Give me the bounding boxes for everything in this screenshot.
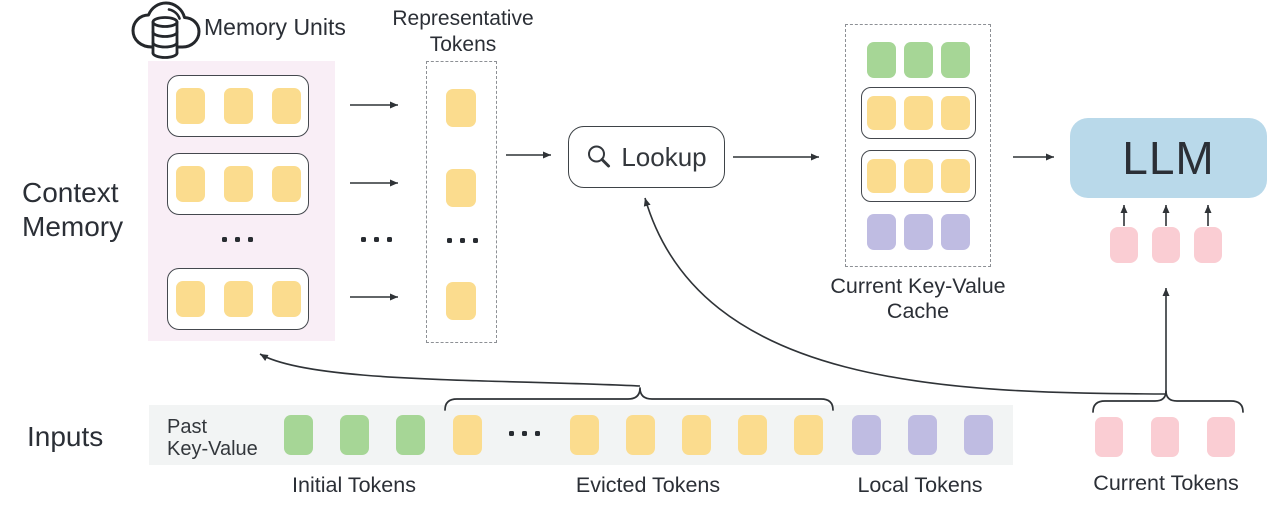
representative-token: [446, 169, 476, 207]
yellow-token: [738, 415, 767, 455]
memory-unit-row: [167, 153, 309, 215]
yellow-token: [175, 166, 205, 202]
purple-token: [908, 415, 937, 455]
ellipsis-dots: [447, 238, 478, 243]
current-token-row: [1095, 417, 1235, 457]
memory-units-label: Memory Units: [204, 14, 346, 40]
representative-token: [446, 282, 476, 320]
pink-token: [1194, 227, 1222, 263]
yellow-token: [175, 281, 205, 317]
purple-token: [852, 415, 881, 455]
cache-initial-token-row: [866, 42, 970, 78]
green-token: [903, 42, 933, 78]
yellow-token: [794, 415, 823, 455]
pink-token: [1152, 227, 1180, 263]
green-token: [940, 42, 970, 78]
cache-label-line1: Current Key-Value: [830, 274, 1006, 298]
evicted-token-group-tail: [570, 415, 823, 455]
ellipsis-dots: [222, 237, 253, 242]
current-kv-cache-label: Current Key-Value Cache: [820, 274, 1016, 324]
pink-token: [1110, 227, 1138, 263]
evicted-tokens-label: Evicted Tokens: [575, 473, 721, 497]
lookup-label: Lookup: [621, 141, 707, 172]
yellow-token: [626, 415, 655, 455]
llm-input-token-row: [1110, 227, 1222, 263]
ellipsis-dots: [509, 431, 540, 436]
yellow-token: [446, 89, 476, 127]
yellow-token: [570, 415, 599, 455]
yellow-token: [903, 96, 933, 130]
cache-memory-unit-row: [860, 87, 976, 139]
yellow-token: [446, 169, 476, 207]
yellow-token: [866, 159, 896, 193]
green-token: [340, 415, 369, 455]
cache-label-line2: Cache: [886, 299, 950, 323]
initial-tokens-label: Initial Tokens: [292, 473, 416, 497]
green-token: [284, 415, 313, 455]
rep-heading-line2: Tokens: [429, 33, 497, 56]
yellow-token: [223, 166, 253, 202]
yellow-token: [223, 281, 253, 317]
green-token: [866, 42, 896, 78]
yellow-token: [940, 96, 970, 130]
purple-token: [964, 415, 993, 455]
context-memory-label: Context Memory: [22, 176, 123, 244]
rep-heading-line1: Representative: [392, 7, 534, 30]
purple-token: [903, 214, 933, 250]
yellow-token: [271, 88, 301, 124]
past-key-value-label: Past Key-Value: [167, 416, 258, 460]
representative-tokens-box: [426, 61, 497, 343]
cache-memory-unit-row: [860, 150, 976, 202]
current-tokens-label: Current Tokens: [1093, 471, 1239, 495]
ellipsis-dots: [361, 237, 392, 242]
memory-cloud-database-icon: [131, 1, 201, 59]
llm-box: LLM: [1070, 118, 1267, 198]
yellow-token: [940, 159, 970, 193]
yellow-token: [682, 415, 711, 455]
inputs-label: Inputs: [27, 421, 104, 452]
past-kv-line1: Past: [167, 416, 208, 438]
purple-token: [940, 214, 970, 250]
database-cylinder-icon: [151, 16, 179, 59]
yellow-token: [175, 88, 205, 124]
representative-tokens-heading: Representative Tokens: [378, 6, 548, 58]
evicted-token-group-head: [453, 415, 482, 455]
initial-token-group: [284, 415, 425, 455]
yellow-token: [271, 281, 301, 317]
context-memory-line1: Context: [22, 177, 119, 208]
search-icon: [588, 145, 611, 168]
pink-token: [1151, 417, 1179, 457]
context-memory-line2: Memory: [22, 211, 124, 242]
past-kv-line2: Key-Value: [167, 438, 258, 460]
local-token-group: [852, 415, 993, 455]
yellow-token: [903, 159, 933, 193]
current-tokens-brace: [1092, 390, 1244, 413]
pink-token: [1207, 417, 1235, 457]
yellow-token: [271, 166, 301, 202]
memory-unit-row: [167, 268, 309, 330]
current-kv-cache-box: [845, 24, 991, 267]
yellow-token: [223, 88, 253, 124]
yellow-token: [446, 282, 476, 320]
pink-token: [1095, 417, 1123, 457]
yellow-token: [866, 96, 896, 130]
representative-token: [446, 89, 476, 127]
cache-local-token-row: [866, 214, 970, 250]
memory-unit-row: [167, 75, 309, 137]
yellow-token: [453, 415, 482, 455]
arrow-evicted-to-memory: [259, 353, 641, 387]
purple-token: [866, 214, 896, 250]
local-tokens-label: Local Tokens: [857, 473, 983, 497]
lookup-button: Lookup: [568, 126, 725, 188]
green-token: [396, 415, 425, 455]
